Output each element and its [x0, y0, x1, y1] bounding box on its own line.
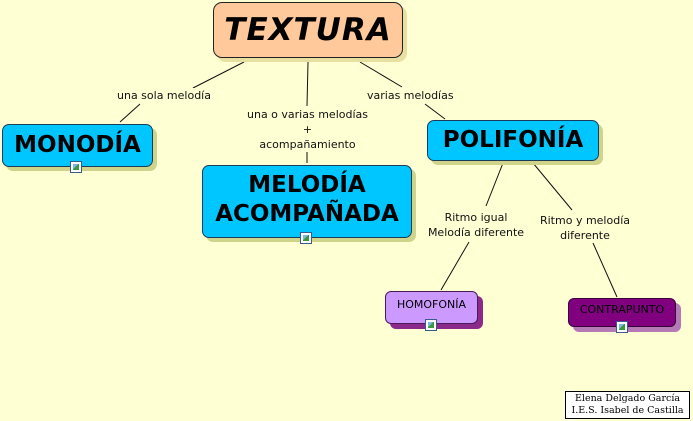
image-icon[interactable]: [70, 161, 82, 173]
link-label-una-sola-melodia: una sola melodía: [117, 88, 211, 103]
line-label-ritmo-igual-to-homofonia: [440, 241, 470, 291]
node-monodia-label: MONODÍA: [14, 131, 141, 158]
node-melodia-label-line1: MELODÍA: [248, 171, 366, 198]
link-label-varias-melodias: varias melodías: [367, 88, 454, 103]
node-monodia[interactable]: MONODÍA: [2, 124, 153, 173]
line-polifonia-to-label-ritmo-y-melodia: [532, 162, 573, 211]
node-contrapunto-label: CONTRAPUNTO: [579, 303, 665, 316]
author-credit: Elena Delgado García I.E.S. Isabel de Ca…: [565, 391, 690, 419]
node-melodia-acompanada[interactable]: MELODÍA ACOMPAÑADA: [202, 165, 412, 244]
image-icon[interactable]: [425, 319, 437, 331]
line-polifonia-to-label-ritmo-igual: [485, 162, 504, 207]
line-label-una-sola-to-monodia: [119, 103, 141, 123]
node-polifonia-label: POLIFONÍA: [442, 126, 584, 153]
node-homofonia[interactable]: HOMOFONÍA: [385, 291, 478, 331]
node-textura-label: TEXTURA: [224, 12, 392, 48]
link-label-ritmo-y-melodia: Ritmo y melodía diferente: [530, 213, 640, 243]
node-contrapunto[interactable]: CONTRAPUNTO: [568, 298, 676, 333]
line-root-to-label-varias: [359, 61, 403, 88]
link-label-una-o-varias-melodias: una o varias melodías + acompañamiento: [239, 107, 376, 152]
node-homofonia-label: HOMOFONÍA: [396, 298, 467, 311]
line-root-to-label-una-o-varias: [306, 61, 309, 107]
image-icon[interactable]: [616, 321, 628, 333]
line-label-ritmo-y-melodia-to-contrapunto: [592, 242, 618, 298]
node-melodia-label-line2: ACOMPAÑADA: [215, 200, 399, 227]
line-label-varias-to-polifonia: [424, 103, 446, 120]
node-textura[interactable]: TEXTURA: [213, 2, 403, 58]
node-polifonia[interactable]: POLIFONÍA: [427, 120, 599, 161]
image-icon[interactable]: [300, 232, 312, 244]
author-name: Elena Delgado García: [574, 393, 681, 404]
link-label-ritmo-igual: Ritmo igual Melodía diferente: [420, 210, 532, 240]
school-name: I.E.S. Isabel de Castilla: [571, 405, 684, 416]
line-root-to-label-una-sola: [192, 61, 245, 89]
